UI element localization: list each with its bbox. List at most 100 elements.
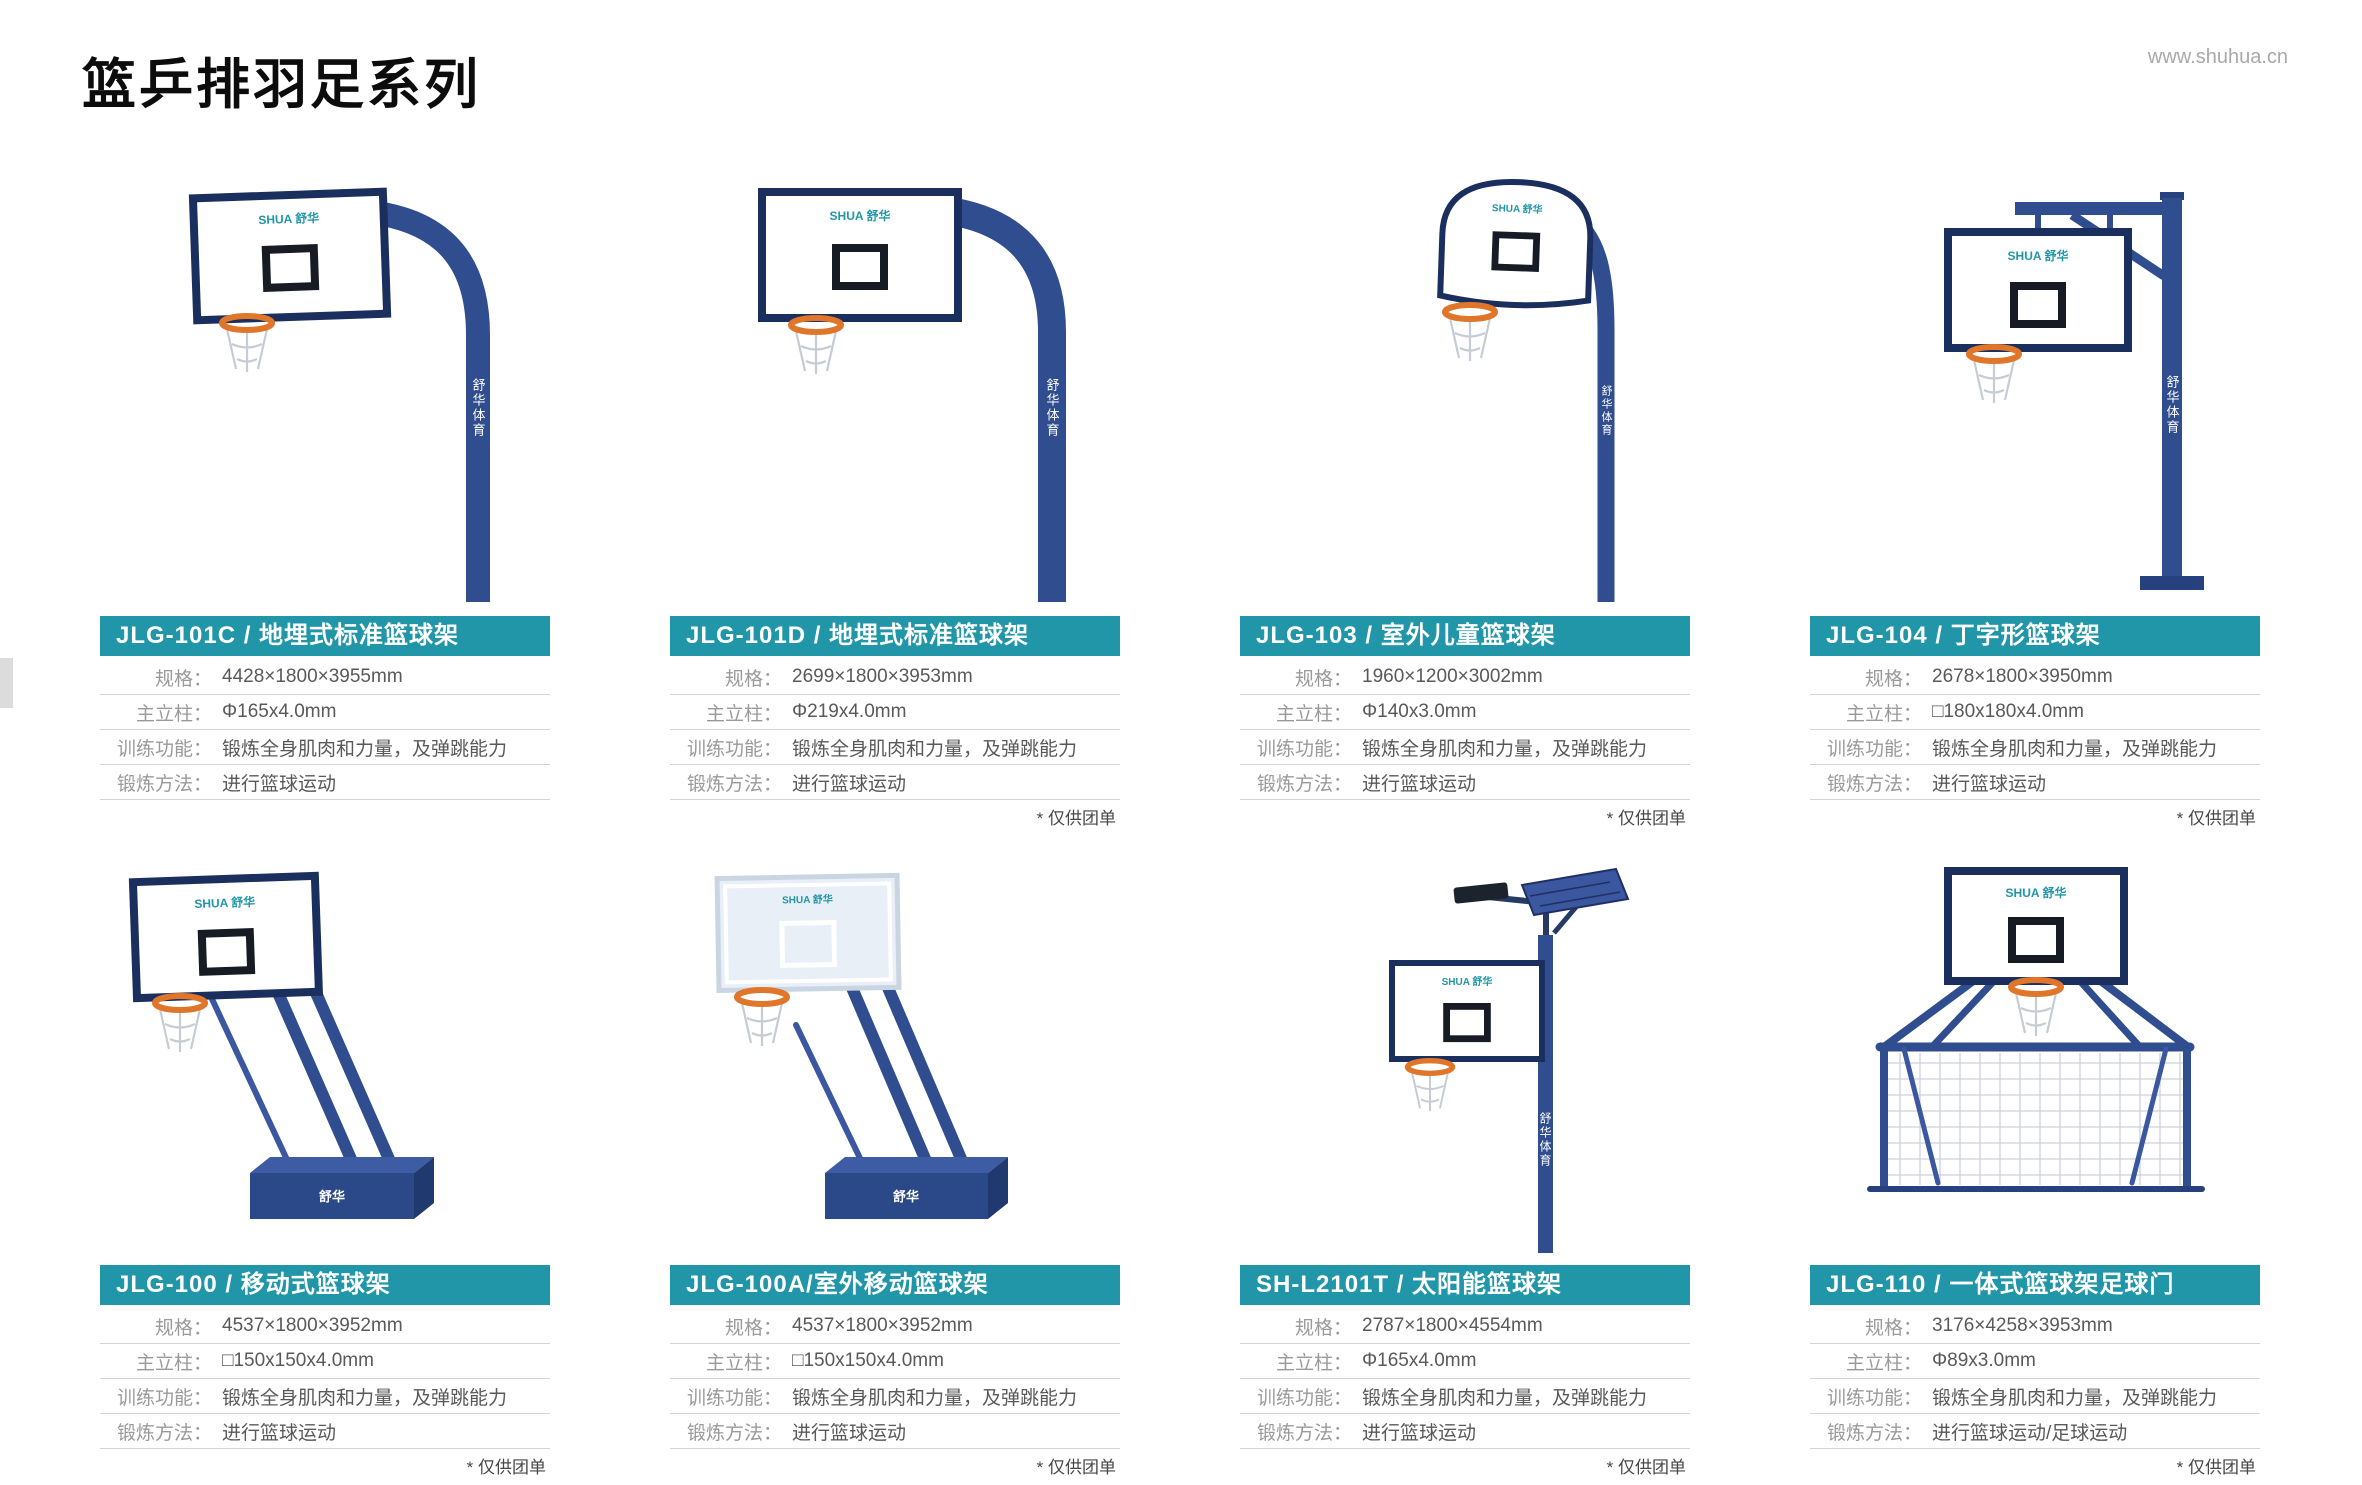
pole-brand-text: 舒华体育 [1538, 1112, 1552, 1168]
product-card-jlg-101d: 舒华体育 SHUA 舒华 JLG-101D / 地埋式标准篮球架 规格： 269… [670, 140, 1120, 829]
shooting-square [2008, 917, 2064, 963]
product-illustration-hoop-soccer-goal: SHUA 舒华 [1810, 857, 2260, 1257]
spec-value: 进行篮球运动 [1362, 773, 1477, 795]
rim-and-net [1445, 305, 1495, 361]
shooting-square [1491, 231, 1541, 272]
rim-and-net [791, 318, 841, 374]
spec-row-column: 主立柱： □150x150x4.0mm [670, 1344, 1120, 1379]
spec-row-size: 规格： 2678×1800×3950mm [1810, 660, 2260, 695]
spec-value: 锻炼全身肌肉和力量，及弹跳能力 [792, 738, 1078, 760]
backboard: SHUA 舒华 [1389, 960, 1545, 1062]
spec-label: 锻炼方法： [686, 1422, 782, 1444]
spec-value: 2787×1800×4554mm [1362, 1315, 1543, 1336]
spec-row-method: 锻炼方法： 进行篮球运动 [100, 1414, 550, 1449]
page-title: 篮乒排羽足系列 [82, 55, 481, 115]
spec-value: 1960×1200×3002mm [1362, 666, 1543, 687]
spec-value: 2699×1800×3953mm [792, 666, 973, 687]
spec-value: Φ165x4.0mm [222, 701, 337, 722]
board-logo-text: SHUA 舒华 [194, 894, 255, 911]
pole-brand-text: 舒华体育 [1045, 378, 1060, 438]
spec-value: 进行篮球运动 [1932, 773, 2047, 795]
gooseneck-pole: 舒华体育 [940, 196, 1066, 602]
goal-net [1884, 1053, 2186, 1185]
spec-table: 规格： 4537×1800×3952mm 主立柱： □150x150x4.0mm… [670, 1309, 1120, 1449]
solar-panel [1520, 867, 1630, 935]
fan-backboard: SHUA 舒华 [1437, 179, 1594, 309]
gooseneck-pole: 舒华体育 [368, 200, 490, 602]
spec-value: 锻炼全身肌肉和力量，及弹跳能力 [1362, 1387, 1648, 1409]
rim-and-net [155, 996, 205, 1052]
spec-label: 锻炼方法： [116, 1422, 212, 1444]
spec-label: 训练功能： [686, 1387, 782, 1409]
spec-value: 4428×1800×3955mm [222, 666, 403, 687]
spec-label: 规格： [1864, 668, 1922, 690]
board-logo-text: SHUA 舒华 [830, 208, 891, 223]
spec-label: 主立柱： [705, 1352, 782, 1374]
spec-label: 规格： [154, 668, 212, 690]
spec-table: 规格： 4537×1800×3952mm 主立柱： □150x150x4.0mm… [100, 1309, 550, 1449]
spec-label: 主立柱： [1275, 1352, 1352, 1374]
spec-value: Φ219x4.0mm [792, 701, 907, 722]
spec-row-training: 训练功能： 锻炼全身肌肉和力量，及弹跳能力 [1240, 730, 1690, 765]
product-model-title: JLG-110 / 一体式篮球架足球门 [1826, 1271, 2175, 1298]
site-url: www.shuhua.cn [2147, 46, 2288, 68]
spec-table: 规格： 4428×1800×3955mm 主立柱： Φ165x4.0mm 训练功… [100, 660, 550, 800]
spec-value: 锻炼全身肌肉和力量，及弹跳能力 [222, 738, 508, 760]
product-title-bar: JLG-103 / 室外儿童篮球架 [1240, 616, 1690, 656]
spec-value: 进行篮球运动/足球运动 [1932, 1422, 2128, 1444]
spec-label: 主立柱： [1845, 1352, 1922, 1374]
basketball-hoop-image: SHUA 舒华 [1867, 867, 2205, 1192]
spec-label: 规格： [1294, 668, 1352, 690]
board-logo-text: SHUA 舒华 [1442, 975, 1493, 988]
spec-label: 锻炼方法： [1826, 773, 1922, 795]
product-illustration-solar-hoop: 舒华体育 SHUA 舒华 [1240, 857, 1690, 1257]
spec-value: □180x180x4.0mm [1932, 701, 2084, 722]
spec-value: 进行篮球运动 [792, 1422, 907, 1444]
basketball-hoop-image: 舒华体育 SHUA 舒华 [1437, 179, 1615, 602]
group-order-note: * 仅供团单 [1606, 809, 1686, 828]
board-logo-text: SHUA 舒华 [2006, 885, 2067, 900]
spec-table: 规格： 3176×4258×3953mm 主立柱： Φ89x3.0mm 训练功能… [1810, 1309, 2260, 1449]
spec-label: 主立柱： [1275, 703, 1352, 725]
product-title-bar: JLG-104 / 丁字形篮球架 [1810, 616, 2260, 656]
group-order-note: * 仅供团单 [1606, 1458, 1686, 1477]
basketball-hoop-image: 舒华体育 SHUA 舒华 [758, 188, 1066, 602]
spec-row-training: 训练功能： 锻炼全身肌肉和力量，及弹跳能力 [670, 1379, 1120, 1414]
product-card-jlg-101c: 舒华体育 SHUA 舒华 JLG-101C / 地埋式标准篮球架 规格： 442… [100, 140, 550, 829]
spec-label: 规格： [724, 668, 782, 690]
group-order-note: * 仅供团单 [1036, 809, 1116, 828]
spec-row-size: 规格： 2787×1800×4554mm [1240, 1309, 1690, 1344]
shooting-square [197, 927, 256, 976]
spec-row-column: 主立柱： □150x150x4.0mm [100, 1344, 550, 1379]
spec-row-column: 主立柱： Φ165x4.0mm [100, 695, 550, 730]
spec-value: Φ165x4.0mm [1362, 1350, 1477, 1371]
spec-row-method: 锻炼方法： 进行篮球运动 [670, 765, 1120, 800]
spec-label: 训练功能： [116, 1387, 212, 1409]
spec-label: 训练功能： [1826, 738, 1922, 760]
rim-and-net [2011, 980, 2061, 1036]
spec-row-training: 训练功能： 锻炼全身肌肉和力量，及弹跳能力 [1240, 1379, 1690, 1414]
spec-row-size: 规格： 3176×4258×3953mm [1810, 1309, 2260, 1344]
spec-row-training: 训练功能： 锻炼全身肌肉和力量，及弹跳能力 [100, 1379, 550, 1414]
spec-value: 进行篮球运动 [792, 773, 907, 795]
group-order-note: * 仅供团单 [2176, 809, 2256, 828]
spec-row-training: 训练功能： 锻炼全身肌肉和力量，及弹跳能力 [1810, 730, 2260, 765]
spec-value: 锻炼全身肌肉和力量，及弹跳能力 [1932, 738, 2218, 760]
product-card-jlg-100: 舒华 SHUA 舒华 JLG-100 / 移动式篮球架 规格： 4537×180… [100, 857, 550, 1478]
rim-and-net [222, 316, 272, 372]
product-illustration-movable-hoop: 舒华 SHUA 舒华 [100, 857, 550, 1257]
spec-label: 锻炼方法： [1826, 1422, 1922, 1444]
spec-value: 进行篮球运动 [1362, 1422, 1477, 1444]
spec-label: 规格： [1294, 1317, 1352, 1339]
spec-value: Φ140x3.0mm [1362, 701, 1477, 722]
spec-row-method: 锻炼方法： 进行篮球运动 [1810, 765, 2260, 800]
spec-label: 主立柱： [1845, 703, 1922, 725]
product-grid: 舒华体育 SHUA 舒华 JLG-101C / 地埋式标准篮球架 规格： 442… [100, 140, 2262, 1478]
spec-label: 锻炼方法： [686, 773, 782, 795]
spec-row-column: 主立柱： Φ140x3.0mm [1240, 695, 1690, 730]
movable-base: 舒华 [250, 1157, 434, 1219]
spec-label: 训练功能： [1826, 1387, 1922, 1409]
basketball-hoop-image: 舒华 SHUA 舒华 [128, 871, 434, 1219]
rim-and-net [737, 990, 787, 1046]
spec-value: 4537×1800×3952mm [792, 1315, 973, 1336]
